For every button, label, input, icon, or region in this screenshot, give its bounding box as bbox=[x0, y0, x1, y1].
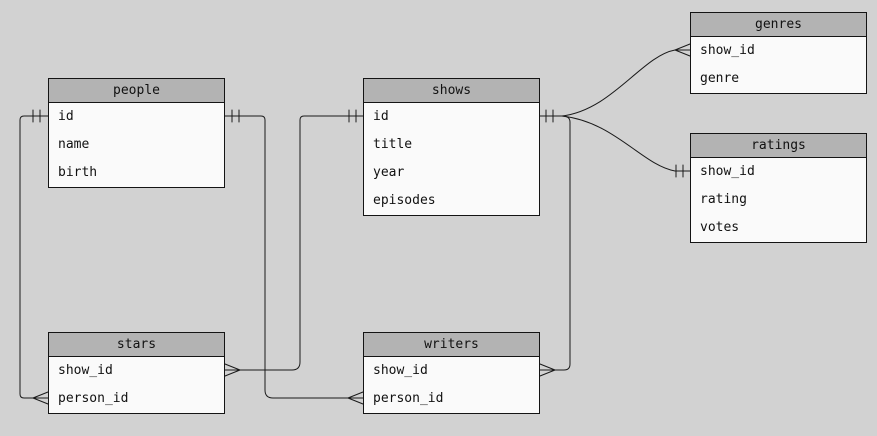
table-genres-header: genres bbox=[691, 13, 866, 37]
table-row: person_id bbox=[58, 391, 129, 406]
connector-shows-writers bbox=[539, 115, 571, 377]
table-row: id bbox=[58, 109, 74, 124]
crowsfoot-many-icon bbox=[347, 391, 364, 405]
table-row: genre bbox=[700, 71, 740, 86]
table-row: votes bbox=[700, 220, 740, 235]
table-row: show_id bbox=[700, 164, 755, 179]
table-row: show_id bbox=[58, 363, 113, 378]
table-row: id bbox=[373, 109, 389, 124]
table-writers: writers show_id person_id bbox=[363, 332, 540, 414]
connector-people-stars bbox=[19, 109, 49, 405]
table-row: episodes bbox=[373, 193, 436, 208]
connector-shows-ratings bbox=[561, 115, 691, 178]
table-shows-header: shows bbox=[364, 79, 539, 103]
one-tick-icon bbox=[32, 109, 41, 123]
crowsfoot-many-icon bbox=[224, 363, 241, 377]
table-stars: stars show_id person_id bbox=[48, 332, 225, 414]
table-ratings: ratings show_id rating votes bbox=[690, 133, 867, 243]
table-row: show_id bbox=[373, 363, 428, 378]
table-row: rating bbox=[700, 192, 747, 207]
table-writers-header: writers bbox=[364, 333, 539, 357]
connector-shows-genres bbox=[539, 43, 691, 123]
crowsfoot-many-icon bbox=[674, 43, 691, 57]
table-people-header: people bbox=[49, 79, 224, 103]
table-row: birth bbox=[58, 165, 98, 180]
crowsfoot-many-icon bbox=[32, 391, 49, 405]
table-people: people id name birth bbox=[48, 78, 225, 188]
table-row: show_id bbox=[700, 43, 755, 58]
table-genres: genres show_id genre bbox=[690, 12, 867, 94]
table-stars-header: stars bbox=[49, 333, 224, 357]
one-tick-icon bbox=[231, 109, 240, 123]
one-tick-icon bbox=[545, 109, 554, 123]
table-row: title bbox=[373, 137, 413, 152]
one-tick-icon bbox=[675, 164, 684, 178]
table-ratings-header: ratings bbox=[691, 134, 866, 158]
crowsfoot-many-icon bbox=[539, 363, 556, 377]
connector-people-writers bbox=[224, 109, 364, 405]
table-row: name bbox=[58, 137, 90, 152]
connector-shows-stars bbox=[224, 109, 364, 377]
table-shows: shows id title year episodes bbox=[363, 78, 540, 216]
table-row: person_id bbox=[373, 391, 444, 406]
table-row: year bbox=[373, 165, 405, 180]
one-tick-icon bbox=[348, 109, 357, 123]
